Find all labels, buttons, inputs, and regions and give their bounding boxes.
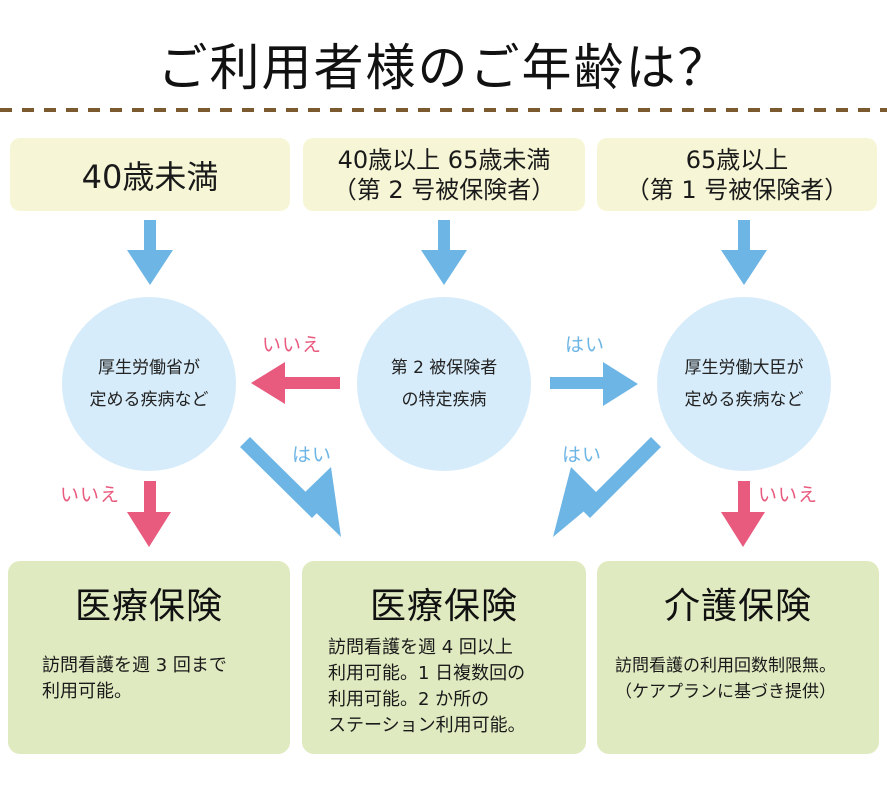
age-box-under-40: 40歳未満 bbox=[10, 138, 290, 211]
result-line: 利用可能。 bbox=[42, 681, 132, 702]
result-line: ステーション利用可能。 bbox=[328, 715, 526, 736]
arrow-down-right bbox=[721, 220, 767, 285]
label-no-right-down: いいえ bbox=[758, 484, 819, 506]
label-no-center-left: いいえ bbox=[262, 334, 323, 356]
label-no-left-down: いいえ bbox=[60, 484, 121, 506]
arrow-no-right-down bbox=[721, 481, 765, 547]
condition-text: 第 2 被保険者 bbox=[390, 358, 498, 378]
result-description: 訪問看護を週 4 回以上 利用可能。1 日複数回の 利用可能。2 か所の ステー… bbox=[328, 635, 586, 739]
result-box-care: 介護保険 訪問看護の利用回数制限無。 （ケアプランに基づき提供） bbox=[597, 561, 879, 754]
label-yes-center-right: はい bbox=[565, 334, 606, 356]
age-box-40-to-65: 40歳以上 65歳未満 （第 2 号被保険者） bbox=[303, 138, 585, 211]
result-box-medical-left: 医療保険 訪問看護を週 3 回まで 利用可能。 bbox=[8, 561, 290, 754]
condition-text: の特定疾病 bbox=[401, 390, 487, 410]
condition-text: 厚生労働大臣が bbox=[684, 358, 804, 378]
label-yes-right-diagonal: はい bbox=[562, 444, 603, 466]
condition-text: 厚生労働省が bbox=[98, 358, 200, 378]
arrow-yes-right-to-center-bottom bbox=[553, 437, 661, 537]
arrow-no-to-left bbox=[251, 362, 340, 404]
condition-circle-center: 第 2 被保険者 の特定疾病 bbox=[357, 297, 531, 471]
result-line: 訪問看護を週 3 回まで bbox=[42, 655, 227, 676]
arrow-down-left bbox=[127, 220, 173, 285]
result-heading: 医療保険 bbox=[74, 586, 223, 627]
result-line: （ケアプランに基づき提供） bbox=[615, 682, 836, 702]
condition-circle-left: 厚生労働省が 定める疾病など bbox=[62, 297, 236, 471]
age-box-65-plus: 65歳以上 （第 1 号被保険者） bbox=[597, 138, 877, 211]
arrow-no-left-down bbox=[127, 481, 171, 547]
result-box-medical-center: 医療保険 訪問看護を週 4 回以上 利用可能。1 日複数回の 利用可能。2 か所… bbox=[302, 561, 586, 754]
dashed-divider bbox=[0, 108, 887, 112]
age-box-label: 40歳未満 bbox=[81, 157, 219, 196]
condition-circle-right: 厚生労働大臣が 定める疾病など bbox=[657, 297, 831, 471]
page-title: ご利用者様のご年齢は？ bbox=[157, 39, 730, 97]
result-heading: 医療保険 bbox=[369, 586, 518, 627]
condition-text: 定める疾病など bbox=[89, 390, 209, 410]
label-yes-left-diagonal: はい bbox=[292, 444, 333, 466]
result-description: 訪問看護を週 3 回まで 利用可能。 bbox=[42, 653, 290, 705]
result-line: 訪問看護の利用回数制限無。 bbox=[615, 656, 836, 676]
result-line: 訪問看護を週 4 回以上 bbox=[328, 637, 513, 658]
arrow-yes-left-to-center-bottom bbox=[240, 437, 341, 537]
result-line: 利用可能。1 日複数回の bbox=[328, 663, 526, 684]
age-box-label: 40歳以上 65歳未満 bbox=[337, 145, 551, 174]
result-description: 訪問看護の利用回数制限無。 （ケアプランに基づき提供） bbox=[615, 653, 879, 705]
result-heading: 介護保険 bbox=[663, 586, 812, 627]
age-box-sublabel: （第 1 号被保険者） bbox=[625, 175, 849, 204]
age-box-sublabel: （第 2 号被保険者） bbox=[332, 175, 556, 204]
arrow-yes-to-right bbox=[550, 362, 638, 406]
condition-text: 定める疾病など bbox=[684, 390, 804, 410]
result-line: 利用可能。2 か所の bbox=[328, 689, 490, 710]
age-box-label: 65歳以上 bbox=[685, 145, 789, 174]
arrow-down-center bbox=[421, 220, 467, 285]
